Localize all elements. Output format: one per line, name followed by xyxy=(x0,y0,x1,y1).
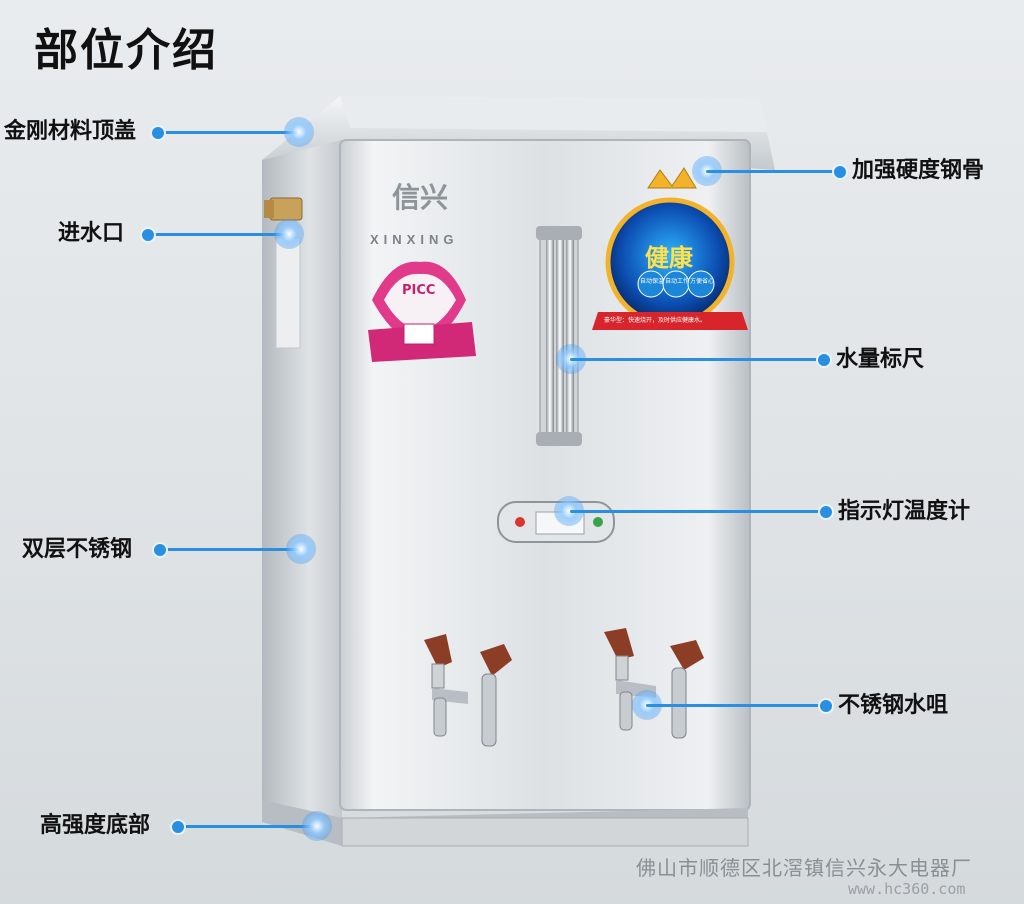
faucets xyxy=(424,628,704,747)
health-badge-item-2: 自动工作 xyxy=(665,278,690,285)
brand-logo: 信兴 xyxy=(392,181,449,214)
marker-glow-icon xyxy=(284,117,314,147)
footer-company: 佛山市顺德区北滘镇信兴永大电器厂 xyxy=(636,856,972,880)
marker-glow-icon xyxy=(274,219,304,249)
callout-double-steel: 双层不锈钢 xyxy=(22,537,133,562)
callout-water-gauge: 水量标尺 xyxy=(836,347,925,372)
callout-frame: 加强硬度钢骨 xyxy=(852,158,985,183)
picc-badge xyxy=(368,261,476,362)
health-badge-item-3: 方便省心 xyxy=(690,278,715,285)
health-badge-title: 健康 xyxy=(645,244,693,272)
callout-bottom: 高强度底部 xyxy=(40,813,151,838)
picc-badge-text: PICC xyxy=(402,283,436,298)
marker-glow-icon xyxy=(302,811,332,841)
health-badge-item-1: 自动保温 xyxy=(640,278,665,285)
marker-glow-icon xyxy=(286,534,316,564)
page-title: 部位介绍 xyxy=(34,25,218,76)
health-badge-ribbon: 豪华型：快速烧开，及时供应健康水。 xyxy=(604,317,707,324)
callout-faucet: 不锈钢水咀 xyxy=(838,693,949,718)
callout-water-inlet: 进水口 xyxy=(58,221,125,246)
callout-indicator: 指示灯温度计 xyxy=(838,499,971,524)
health-badge xyxy=(592,167,748,330)
callout-top-cover: 金刚材料顶盖 xyxy=(4,119,137,144)
brand-name: XINXING xyxy=(370,232,459,247)
footer-url[interactable]: www.hc360.com xyxy=(848,880,966,898)
